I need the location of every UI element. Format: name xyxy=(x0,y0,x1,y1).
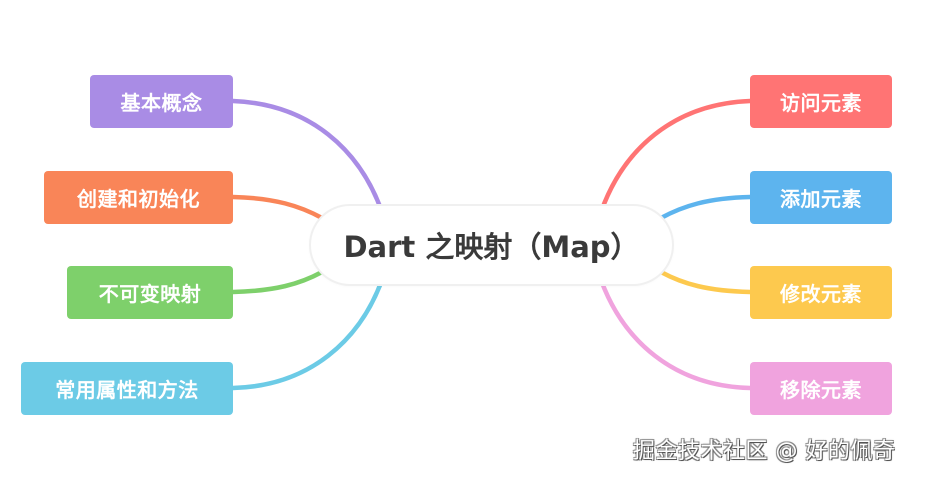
connector-left-4 xyxy=(230,277,385,391)
central-topic-label: Dart 之映射（Map） xyxy=(343,230,640,264)
branch-node-add-elements[interactable]: 添加元素 xyxy=(750,171,892,224)
branch-node-basic-concepts[interactable]: 基本概念 xyxy=(90,75,233,128)
branch-label: 常用属性和方法 xyxy=(55,378,199,402)
branch-label: 创建和初始化 xyxy=(77,187,200,211)
branch-label: 移除元素 xyxy=(780,378,862,402)
branch-label: 不可变映射 xyxy=(98,282,202,306)
branch-node-modify-elements[interactable]: 修改元素 xyxy=(750,266,892,319)
branch-node-access-elements[interactable]: 访问元素 xyxy=(750,75,892,128)
connector-right-4 xyxy=(598,277,753,391)
connector-right-3 xyxy=(658,269,753,295)
watermark-text: 掘金技术社区 @ 好的佩奇 xyxy=(633,439,896,464)
connector-right-2 xyxy=(658,194,753,221)
connector-left-1 xyxy=(230,98,385,215)
branch-label: 添加元素 xyxy=(780,187,862,211)
branch-node-common-props-methods[interactable]: 常用属性和方法 xyxy=(21,362,233,415)
branch-node-create-and-init[interactable]: 创建和初始化 xyxy=(44,171,233,224)
branch-label: 修改元素 xyxy=(780,282,862,306)
connector-left-3 xyxy=(230,269,325,295)
connector-left-2 xyxy=(230,194,325,221)
connector-right-1 xyxy=(598,98,753,215)
branch-node-remove-elements[interactable]: 移除元素 xyxy=(750,362,892,415)
branch-label: 基本概念 xyxy=(120,91,203,115)
central-topic-node[interactable]: Dart 之映射（Map） xyxy=(311,206,672,284)
branch-node-immutable-map[interactable]: 不可变映射 xyxy=(67,266,233,319)
branch-label: 访问元素 xyxy=(780,91,862,115)
